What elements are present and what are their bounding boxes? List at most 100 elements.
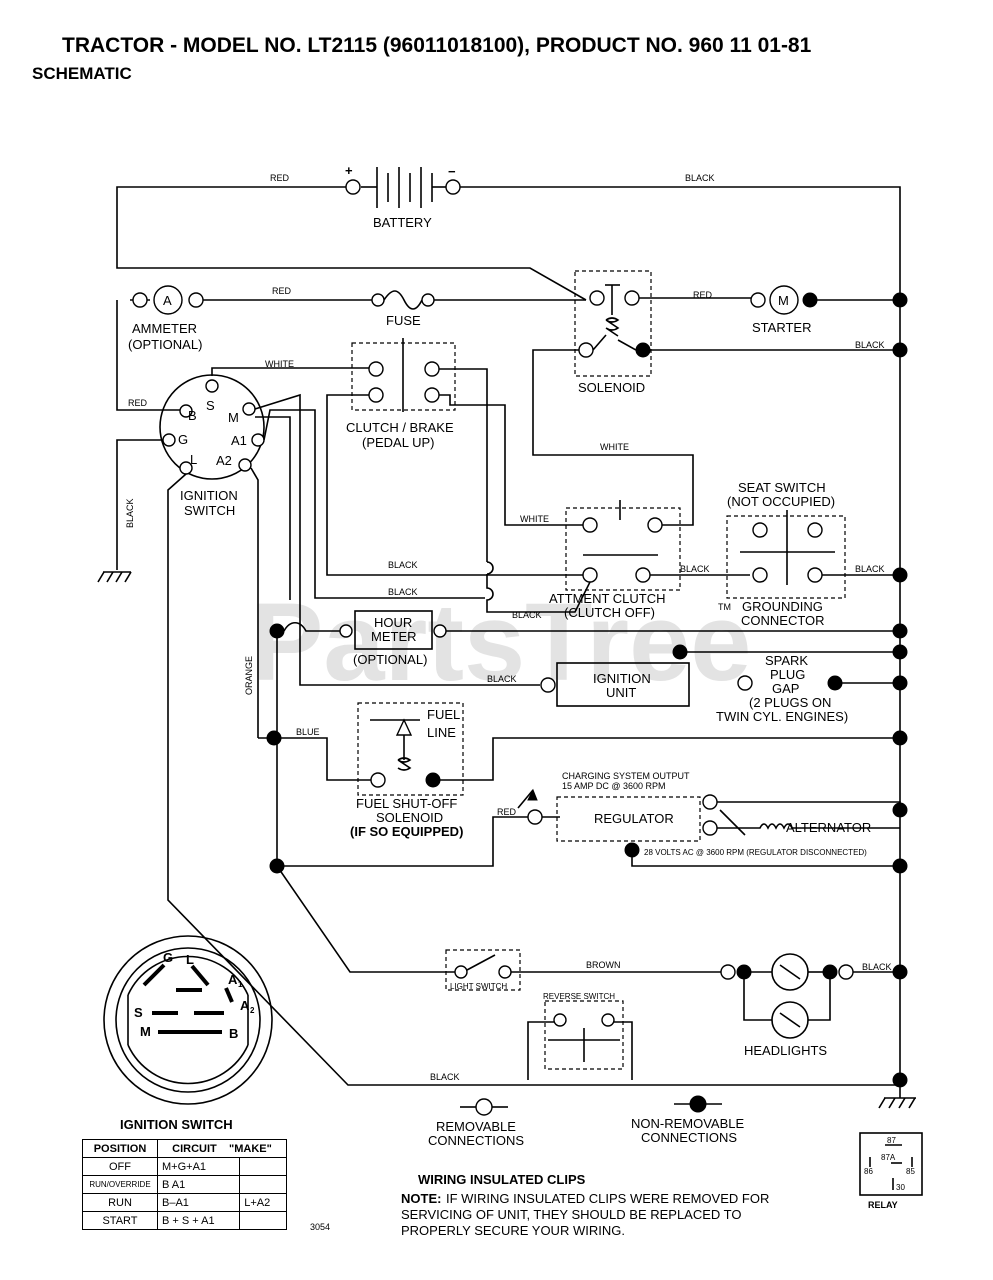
row-circuit: B A1 (156, 1175, 241, 1194)
reverse-switch: REVERSE SWITCH BLACK (430, 992, 633, 1082)
starter-symbol: M (778, 293, 789, 308)
terminal-g: G (178, 432, 188, 447)
page-title: TRACTOR - MODEL NO. LT2115 (96011018100)… (62, 34, 812, 57)
table-header-row: POSITION CIRCUIT "MAKE" (82, 1139, 287, 1158)
relay-85: 85 (906, 1167, 915, 1176)
face-b: B (229, 1026, 238, 1041)
ignition-switch-label: IGNITION (180, 488, 238, 503)
reverse-switch-label: REVERSE SWITCH (543, 992, 615, 1001)
nonremovable-label: NON-REMOVABLE (631, 1116, 744, 1131)
col-position: POSITION (82, 1139, 158, 1158)
row-extra: L+A2 (239, 1193, 287, 1212)
face-m: M (140, 1024, 151, 1039)
wire-label-black-ground: BLACK (125, 498, 135, 528)
alternator-label: ALTERNATOR (786, 820, 871, 835)
attachment-clutch-switch: WHITE BLACK BLACK BLACK BLACK ATTMENT CL… (388, 500, 750, 620)
face-g: G (163, 950, 173, 965)
wire-label-black-ign: BLACK (487, 674, 517, 684)
clips-note-2: SERVICING OF UNIT, THEY SHOULD BE REPLAC… (401, 1207, 742, 1222)
wire-label-brown: BROWN (586, 960, 621, 970)
grounding-label: GROUNDING (742, 599, 823, 614)
wire-label-red-reg: RED (497, 807, 517, 817)
clutch-brake-label: CLUTCH / BRAKE (346, 420, 454, 435)
wire-label-white-solenoid: WHITE (600, 442, 629, 452)
row-position: START (82, 1211, 158, 1230)
terminal-m: M (228, 410, 239, 425)
ignition-switch-face: G L A 1 A 2 S M B IGNITION SWITCH (103, 935, 273, 1132)
removable-label: REMOVABLE (436, 1119, 516, 1134)
ignition-unit: IGNITION UNIT BLACK SPARK PLUG GAP (2 PL… (487, 644, 900, 724)
wire-label-black-att2: BLACK (388, 587, 418, 597)
spark-label-3: GAP (772, 681, 799, 696)
ammeter: A AMMETER (OPTIONAL) RED RED (116, 285, 372, 411)
row-circuit: M+G+A1 (156, 1157, 241, 1176)
table-row: START B + S + A1 (82, 1211, 287, 1230)
wire-label-black-att1: BLACK (388, 560, 418, 570)
ignition-switch-table: POSITION CIRCUIT "MAKE" OFF M+G+A1 RUN/O… (82, 1139, 287, 1230)
terminal-s: S (206, 398, 215, 413)
wire-label-black-top: BLACK (685, 173, 715, 183)
face-a2-sub: 2 (250, 1006, 255, 1015)
row-position: RUN/OVERRIDE (82, 1175, 158, 1194)
hour-meter: HOUR METER (OPTIONAL) (269, 610, 900, 667)
terminal-b: B (188, 408, 197, 423)
battery-minus-label: − (448, 164, 456, 179)
row-extra (239, 1157, 287, 1176)
nonremovable-sublabel: CONNECTIONS (641, 1130, 737, 1145)
clutch-brake-sublabel: (PEDAL UP) (362, 435, 434, 450)
hour-meter-optional: (OPTIONAL) (353, 652, 427, 667)
row-position: OFF (82, 1157, 158, 1176)
ammeter-optional-label: (OPTIONAL) (128, 337, 202, 352)
fuel-solenoid-sublabel: SOLENOID (376, 810, 443, 825)
removable-sublabel: CONNECTIONS (428, 1133, 524, 1148)
wire-label-white-sw: WHITE (265, 359, 294, 369)
relay-30: 30 (896, 1183, 905, 1192)
face-s: S (134, 1005, 143, 1020)
clutch-brake-switch: CLUTCH / BRAKE (PEDAL UP) WHITE (211, 338, 583, 576)
wire-label-red-top: RED (270, 173, 290, 183)
charging-label-2: 15 AMP DC @ 3600 RPM (562, 781, 666, 791)
col-circuit: CIRCUIT (172, 1142, 217, 1155)
fuel-line-sublabel: LINE (427, 725, 456, 740)
hour-meter-sublabel: METER (371, 629, 417, 644)
starter-label: STARTER (752, 320, 811, 335)
wire-label-black-head: BLACK (862, 962, 892, 972)
light-switch-label: LIGHT SWITCH (450, 982, 507, 991)
seat-switch: SEAT SWITCH (NOT OCCUPIED) GROUNDING CON… (726, 480, 900, 628)
charging-label-1: CHARGING SYSTEM OUTPUT (562, 771, 690, 781)
fuel-solenoid-equipped: (IF SO EQUIPPED) (350, 824, 463, 839)
terminal-l: L (190, 452, 197, 467)
face-a1-sub: 1 (238, 980, 243, 989)
wire-label-black-seat: BLACK (855, 564, 885, 574)
terminal-a2: A2 (216, 453, 232, 468)
ammeter-label: AMMETER (132, 321, 197, 336)
row-position: RUN (82, 1193, 158, 1212)
ammeter-symbol: A (163, 293, 172, 308)
wire-label-orange: ORANGE (244, 656, 254, 695)
row-extra (239, 1211, 287, 1230)
light-switch: LIGHT SWITCH BROWN (445, 949, 722, 991)
wire-label-black-solenoid: BLACK (855, 340, 885, 350)
legend: REMOVABLE CONNECTIONS NON-REMOVABLE CONN… (428, 1095, 744, 1148)
clips-note-1: IF WIRING INSULATED CLIPS WERE REMOVED F… (446, 1191, 769, 1206)
wire-label-black-att3: BLACK (512, 610, 542, 620)
battery-label: BATTERY (373, 215, 432, 230)
ignition-switch-sublabel: SWITCH (184, 503, 235, 518)
wire-label-red-starter: RED (693, 290, 713, 300)
spark-label-5: TWIN CYL. ENGINES) (716, 709, 848, 724)
face-l: L (186, 952, 194, 967)
watermark: PartsTree (250, 581, 751, 704)
seat-switch-sublabel: (NOT OCCUPIED) (727, 494, 835, 509)
fuse-label: FUSE (386, 313, 421, 328)
ignition-switch: B S M G A1 L A2 IGNITION SWITCH BLACK OR… (97, 374, 900, 1086)
clips-title: WIRING INSULATED CLIPS (418, 1172, 586, 1187)
wire-label-red-fuse: RED (272, 286, 292, 296)
row-extra (239, 1175, 287, 1194)
fuel-solenoid-label: FUEL SHUT-OFF (356, 796, 457, 811)
solenoid-label: SOLENOID (578, 380, 645, 395)
col-circuit-make: CIRCUIT "MAKE" (157, 1139, 287, 1158)
battery: + − BATTERY RED BLACK (116, 163, 901, 1085)
table-row: RUN B–A1 L+A2 (82, 1193, 287, 1212)
terminal-a1: A1 (231, 433, 247, 448)
wire-label-red-sw: RED (128, 398, 148, 408)
